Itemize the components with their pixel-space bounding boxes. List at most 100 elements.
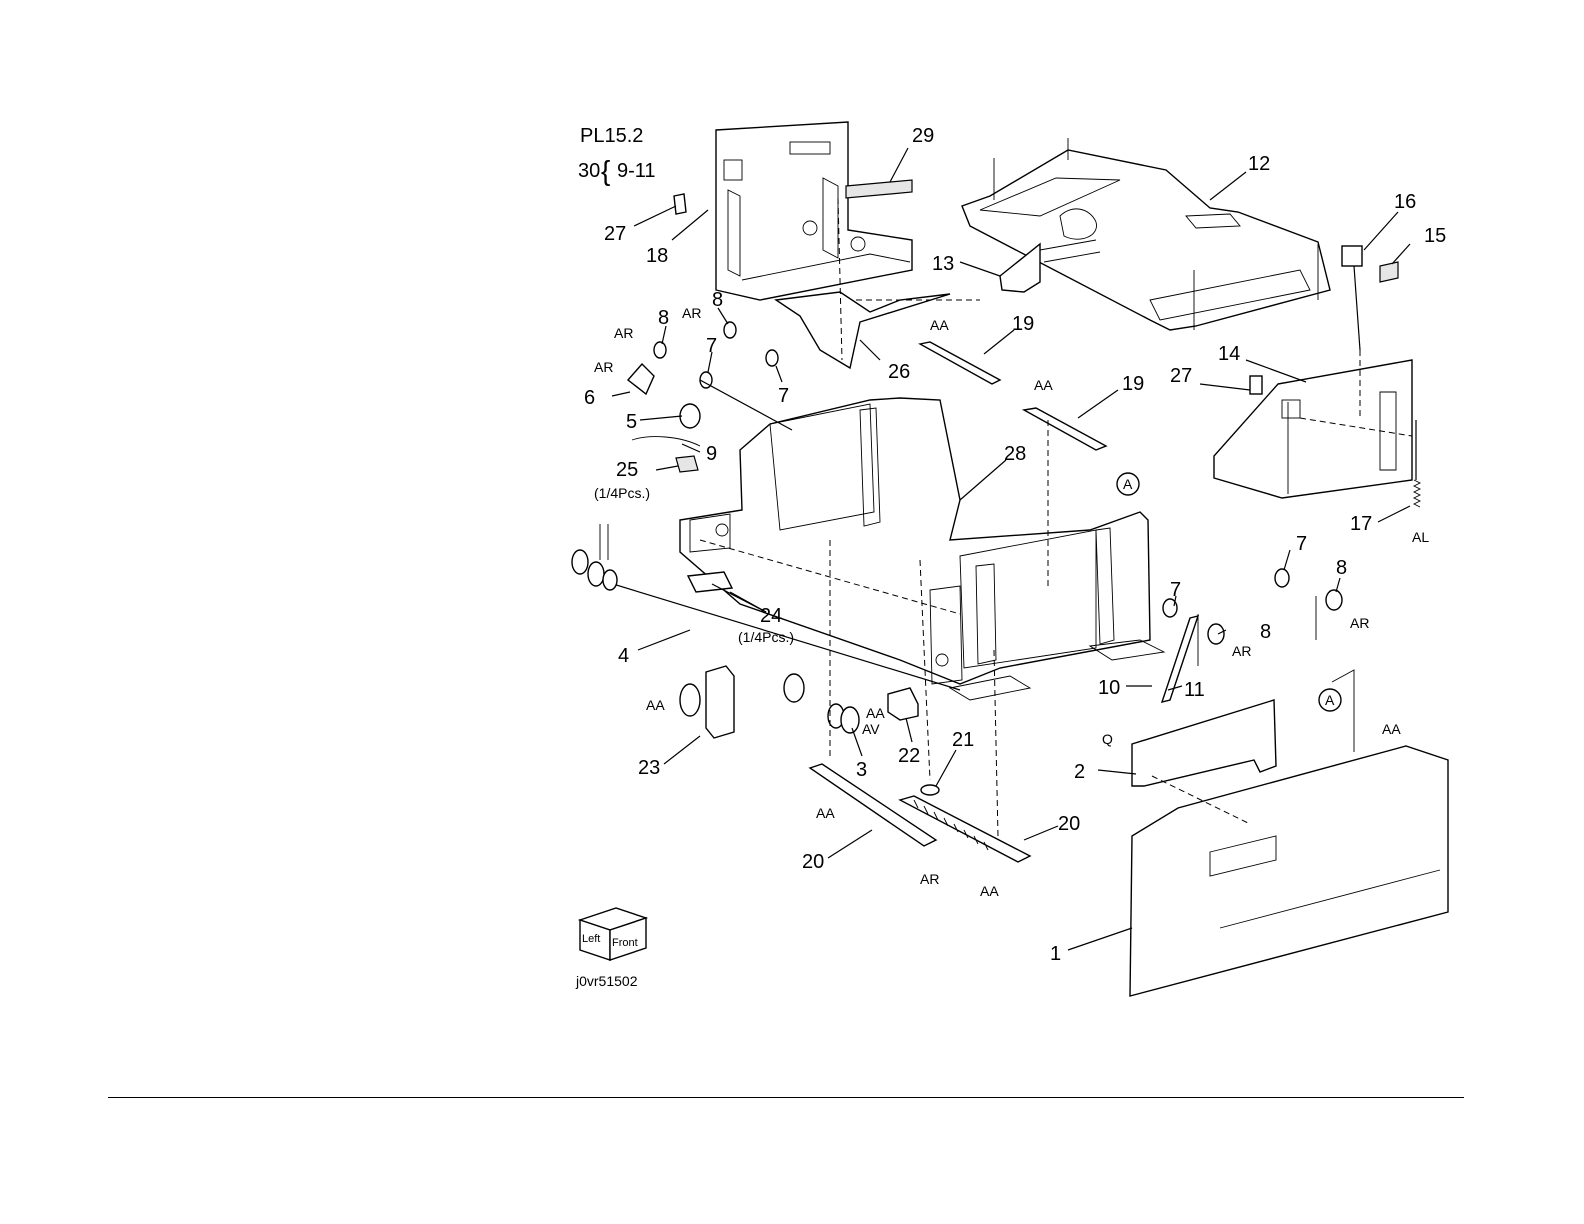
code-ar-5: AR [1232, 643, 1251, 659]
callout-19-lower: 19 [1122, 373, 1144, 395]
part-18-bracket [716, 122, 912, 300]
callout-9: 9 [706, 443, 717, 465]
callout-11: 11 [1184, 679, 1205, 701]
orientation-front-label: Front [612, 937, 638, 949]
callout-4: 4 [618, 645, 629, 667]
callout-26: 26 [888, 361, 910, 383]
part-2-plate [1132, 700, 1276, 786]
callout-20-right: 20 [1058, 813, 1080, 835]
callout-8-a: 8 [658, 307, 669, 329]
callout-22: 22 [898, 745, 920, 767]
part-29-label [846, 180, 912, 198]
callout-6: 6 [584, 387, 595, 409]
part-8-bearing-a [654, 342, 666, 358]
code-aa-6: AA [816, 805, 835, 821]
callout-5: 5 [626, 411, 637, 433]
part-12-top-cover [962, 150, 1330, 330]
part-1-front-cover [1130, 746, 1448, 996]
code-q: Q [1102, 731, 1113, 747]
callout-2: 2 [1074, 761, 1085, 783]
footer-rule [108, 1097, 1464, 1098]
code-aa-7: AA [980, 883, 999, 899]
part-15-pad [1380, 262, 1398, 282]
code-ar-1: AR [614, 325, 633, 341]
part-21-washer [921, 785, 939, 795]
code-aa-4: AA [866, 705, 885, 721]
callout-28: 28 [1004, 443, 1026, 465]
callout-1: 1 [1050, 943, 1061, 965]
callout-13: 13 [932, 253, 954, 275]
kit-range: 9-11 [617, 160, 656, 182]
callout-18: 18 [646, 245, 668, 267]
code-ar-2: AR [682, 305, 701, 321]
code-ar-6: AR [920, 871, 939, 887]
part-9-wire [632, 437, 700, 446]
callout-24: 24 [760, 605, 782, 627]
part-14-bracket [1214, 360, 1412, 498]
part-5-roller [680, 404, 700, 428]
svg-text:A: A [1325, 692, 1335, 708]
part-27-tab-left [674, 194, 686, 214]
code-ar-4: AR [1350, 615, 1369, 631]
callout-7-c: 7 [1296, 533, 1307, 555]
orientation-left-label: Left [582, 933, 600, 945]
callout-8-b: 8 [712, 289, 723, 311]
part-8-bearing-d [1208, 624, 1224, 644]
callout-3: 3 [856, 759, 867, 781]
callout-7-a: 7 [706, 335, 717, 357]
code-ar-3: AR [594, 359, 613, 375]
code-aa-1: AA [930, 317, 949, 333]
callout-14: 14 [1218, 343, 1240, 365]
qty-note-24: (1/4Pcs.) [738, 629, 794, 645]
part-25-pad [676, 456, 698, 472]
part-27-tab-right [1250, 376, 1262, 394]
part-16-actuator [1342, 246, 1362, 350]
code-av: AV [862, 721, 880, 737]
svg-text:A: A [1123, 476, 1133, 492]
callout-7-b: 7 [778, 385, 789, 407]
part-23-gear [680, 684, 700, 716]
part-3-gear [784, 674, 859, 733]
kit-number: 30 [578, 160, 600, 182]
callout-27-left: 27 [604, 223, 626, 245]
part-19-rail-upper [920, 342, 1000, 384]
callout-23: 23 [638, 757, 660, 779]
callout-16: 16 [1394, 191, 1416, 213]
part-8-bearing-b [724, 322, 736, 338]
part-7-bushing-c [1275, 569, 1289, 587]
callout-15: 15 [1424, 225, 1446, 247]
part-8-bearing-c [1326, 590, 1342, 610]
qty-note-25: (1/4Pcs.) [594, 485, 650, 501]
part-19-rail-lower [1024, 408, 1106, 450]
code-aa-2: AA [1034, 377, 1053, 393]
part-23-bracket [706, 666, 734, 738]
part-6-bearing [628, 364, 654, 394]
code-aa-3: AA [646, 697, 665, 713]
kit-brace: { [601, 155, 610, 186]
part-22-lever [888, 688, 918, 720]
part-7-bushing-b [766, 350, 778, 366]
callout-10: 10 [1098, 677, 1120, 699]
part-17-spring [1414, 420, 1420, 507]
callout-17: 17 [1350, 513, 1372, 535]
code-al: AL [1412, 529, 1429, 545]
callout-27-right: 27 [1170, 365, 1192, 387]
callout-8-c: 8 [1336, 557, 1347, 579]
part-4-shaft-end-gears [572, 550, 617, 590]
part-26-plate [776, 292, 950, 368]
callout-29: 29 [912, 125, 934, 147]
callout-21: 21 [952, 729, 974, 751]
callout-12: 12 [1248, 153, 1270, 175]
callout-19-upper: 19 [1012, 313, 1034, 335]
orientation-cube-icon: Left Front [580, 908, 646, 960]
plate-number: PL15.2 [580, 125, 643, 147]
callout-7-d: 7 [1170, 579, 1181, 601]
callout-20-left: 20 [802, 851, 824, 873]
part-24-clips [688, 572, 732, 592]
callout-25: 25 [616, 459, 638, 481]
marker-a-lower: A [1319, 670, 1354, 752]
marker-a-upper: A [1117, 473, 1139, 495]
code-aa-5: AA [1382, 721, 1401, 737]
figure-id: j0vr51502 [575, 973, 638, 989]
